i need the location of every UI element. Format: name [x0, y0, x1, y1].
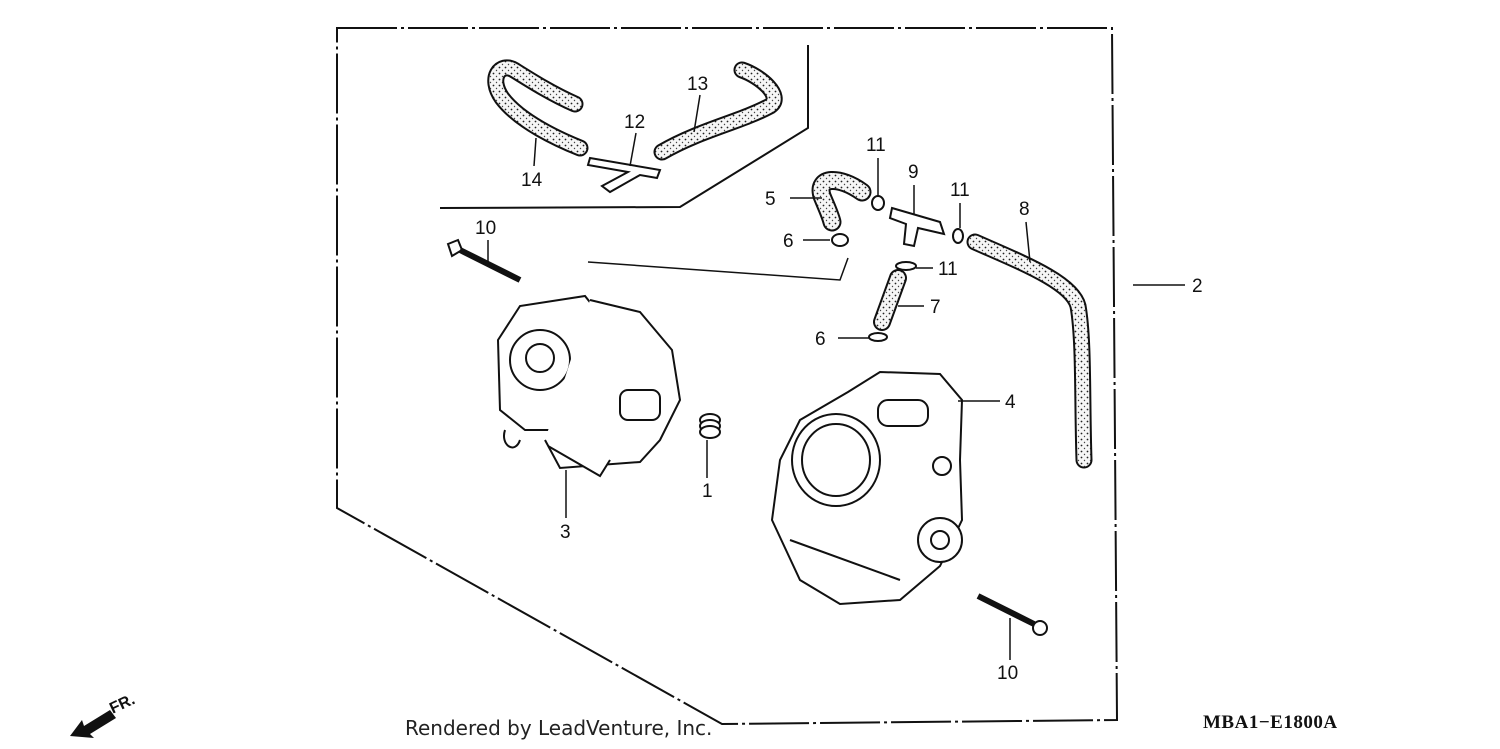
bolt-10-upper	[446, 238, 522, 283]
callout-11-upper: 11	[866, 135, 886, 156]
callout-5: 5	[765, 189, 776, 210]
assembly-outline	[336, 27, 1119, 726]
clip-6-lower	[868, 332, 888, 342]
hose-7	[873, 269, 907, 331]
callout-7: 7	[930, 297, 941, 318]
callout-13: 13	[687, 74, 708, 95]
callout-1: 1	[702, 481, 713, 502]
callout-10-lower: 10	[997, 663, 1018, 684]
callout-3: 3	[560, 522, 571, 543]
front-arrow-icon: FR.	[70, 691, 138, 738]
callout-6-lower: 6	[815, 329, 826, 350]
callout-9: 9	[908, 162, 919, 183]
callout-6-upper: 6	[783, 231, 794, 252]
clip-6-upper	[831, 233, 849, 247]
credit-text: Rendered by LeadVenture, Inc.	[405, 716, 713, 740]
clip-11-right	[952, 228, 964, 244]
t-joint-12	[586, 156, 662, 194]
bolt-10-lower	[976, 593, 1048, 636]
hose-14	[487, 59, 589, 157]
leader-lines	[487, 94, 1185, 660]
clip-11-upper	[871, 195, 885, 211]
hose-5	[811, 171, 872, 232]
callout-11-right: 11	[950, 180, 970, 201]
callout-14: 14	[521, 170, 543, 191]
diagram-code: MBA1−E1800A	[1203, 712, 1338, 733]
callout-4: 4	[1005, 392, 1016, 413]
callout-12: 12	[624, 112, 645, 133]
spring-1	[699, 413, 721, 439]
direction-label: FR.	[107, 691, 138, 717]
callout-8: 8	[1019, 199, 1030, 220]
front-direction-indicator: FR.	[60, 688, 170, 749]
t-joint-9	[888, 206, 946, 248]
carburetor-3	[496, 294, 682, 478]
hose-8	[966, 233, 1093, 469]
callout-11-middle: 11	[938, 259, 958, 280]
callout-2: 2	[1192, 276, 1203, 297]
callout-10-upper: 10	[475, 218, 496, 239]
carburetor-4	[770, 370, 964, 606]
clip-11-middle	[895, 261, 917, 271]
hose-13	[653, 61, 783, 161]
subkit-inset-outline	[439, 45, 809, 209]
